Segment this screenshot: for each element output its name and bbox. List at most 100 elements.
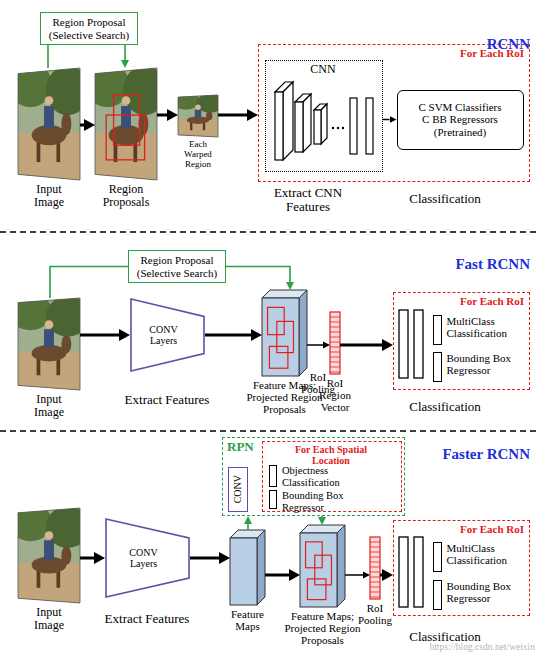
image-box: Region Proposals <box>95 68 157 180</box>
illustration-part <box>370 587 380 588</box>
image-box: Input Image <box>18 298 80 390</box>
illustration-part <box>370 577 380 578</box>
fc-layer <box>399 537 408 607</box>
caption-label: Extract Features <box>112 393 222 407</box>
illustration-part <box>307 579 326 600</box>
fc-layer <box>399 310 408 378</box>
layer-front <box>314 110 321 144</box>
node-text: Bounding Box Regressor <box>282 490 364 513</box>
caption-label: Extract CNN Features <box>268 186 348 215</box>
illustration-part <box>330 332 340 333</box>
node-text: Each Warped Region <box>180 140 216 170</box>
illustration-part <box>262 298 299 376</box>
node-shape <box>18 508 80 603</box>
illustration-part <box>44 106 54 128</box>
photo-content <box>86 62 167 180</box>
connector-arrow <box>345 574 363 576</box>
caption-label: RoI Pooling <box>298 371 338 395</box>
node-shape <box>262 290 307 376</box>
illustration-part <box>330 372 340 373</box>
output-box: Objectness Classification <box>269 465 277 487</box>
layer-side <box>283 82 293 160</box>
conv-trapezoid: CONV Layers <box>105 518 190 598</box>
illustration-part <box>121 106 131 128</box>
illustration-part <box>330 337 340 338</box>
output-box: Bounding Box Regressor <box>269 490 277 509</box>
connector-arrow <box>265 574 289 577</box>
connector-arrow <box>321 516 323 517</box>
node-text: Input Image <box>27 183 71 209</box>
photo-content <box>9 62 90 180</box>
illustration-part <box>106 115 144 160</box>
illustration-part <box>370 552 380 553</box>
illustration-part <box>370 537 380 599</box>
node-shape <box>18 298 80 390</box>
layer-front <box>275 92 283 160</box>
caption-label: Classification <box>395 192 495 206</box>
illustration-part <box>257 530 265 605</box>
illustration-part <box>61 335 71 353</box>
group-box: For Each RoICNNC SVM Classifiers C BB Re… <box>258 44 530 182</box>
node-shape <box>18 68 80 180</box>
node-text: Input Image <box>27 606 71 632</box>
node-text: Region Proposal (Selective Search) <box>131 254 223 278</box>
illustration-part <box>337 525 345 607</box>
illustration-part <box>370 582 380 583</box>
layer-side <box>321 104 327 144</box>
illustration-part <box>370 557 380 558</box>
connector-arrow <box>50 267 128 299</box>
node-text: CONV Layers <box>120 547 168 569</box>
connector-arrow <box>226 267 290 283</box>
node-text: C SVM Classifiers C BB Regressors (Pretr… <box>415 101 505 137</box>
fc-layer <box>366 98 373 154</box>
illustration-part <box>330 342 340 343</box>
node-text: Bounding Box Regressor <box>447 352 532 376</box>
connector-arrow <box>340 344 382 347</box>
node-shape <box>370 537 380 599</box>
node-text: Feature Maps; Projected Region Proposals <box>281 610 365 646</box>
illustration-part <box>45 320 54 329</box>
illustration-part <box>114 95 140 145</box>
illustration-part <box>95 68 157 180</box>
illustration-part <box>330 322 340 323</box>
process-box: CONV <box>228 467 248 512</box>
dot <box>332 127 334 129</box>
node-shape <box>330 312 340 374</box>
illustration-part <box>370 542 380 543</box>
node-text: Region Proposals <box>98 183 154 209</box>
conv-trapezoid: CONV Layers <box>130 298 205 372</box>
illustration-part <box>195 104 201 110</box>
illustration-part <box>44 540 54 559</box>
illustration-part <box>330 312 340 374</box>
illustration-part <box>269 346 288 368</box>
layer-front <box>295 102 303 152</box>
node-text: CNN <box>293 63 353 76</box>
illustration-part <box>172 93 200 110</box>
illustration-part <box>330 367 340 368</box>
process-box: Region Proposal (Selective Search) <box>40 12 138 45</box>
illustration-part <box>330 317 340 318</box>
node-shape <box>300 525 345 607</box>
connector-arrow <box>383 119 390 121</box>
connector-arrow <box>157 114 167 117</box>
dot <box>337 127 339 129</box>
node-shape <box>95 68 157 180</box>
connector-arrow <box>124 45 126 60</box>
node-text: MultiClass Classification <box>447 315 532 339</box>
fc-layer <box>414 537 423 607</box>
node-text: Objectness Classification <box>282 465 364 488</box>
panel-separator <box>0 231 539 233</box>
node-text: For Each RoI <box>424 295 524 307</box>
connector-arrow <box>80 557 94 560</box>
illustration-part <box>106 519 189 597</box>
connector-arrow <box>80 334 119 337</box>
illustration-part <box>18 508 80 603</box>
photo-content <box>9 293 90 390</box>
cnn-layers <box>275 82 373 160</box>
caption-label: Classification <box>395 400 495 414</box>
node-text: CONV <box>232 475 243 503</box>
node-text: Input Image <box>27 393 71 419</box>
illustration-part <box>315 555 332 585</box>
fc-layer <box>414 310 423 378</box>
output-box: MultiClass Classification <box>433 542 442 572</box>
